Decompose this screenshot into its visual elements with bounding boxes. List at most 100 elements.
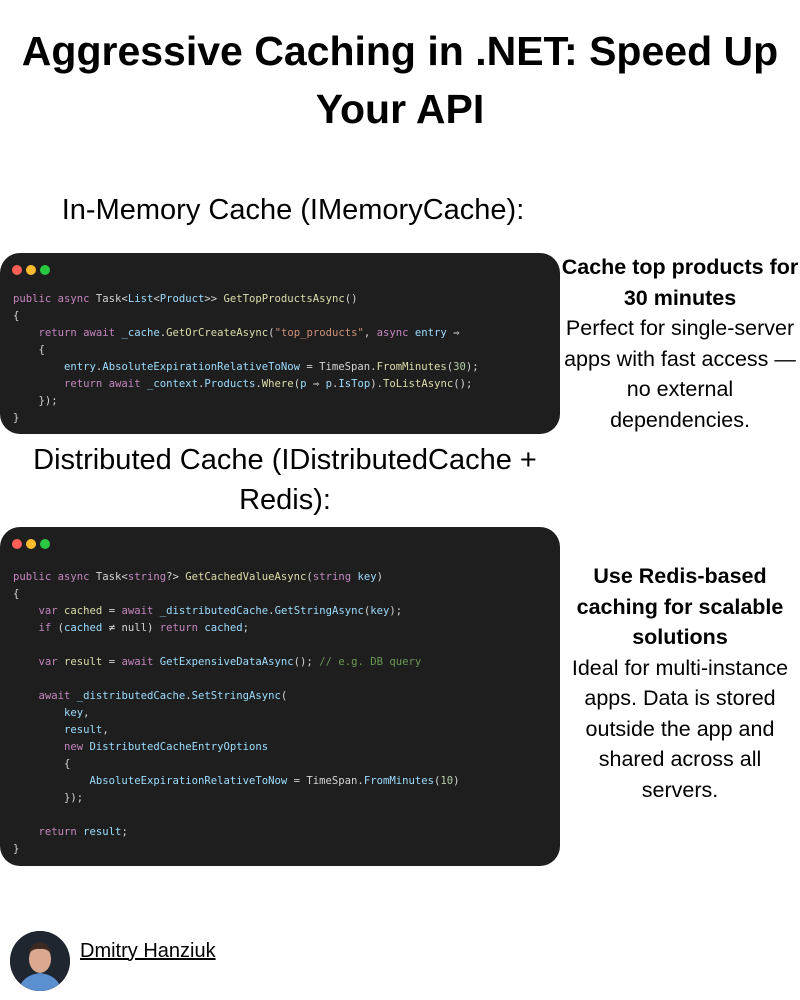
- close-dot-icon: [12, 539, 22, 549]
- avatar: [10, 931, 70, 991]
- code-line: {: [13, 586, 460, 603]
- maximize-dot-icon: [40, 539, 50, 549]
- code-token: (: [363, 605, 371, 617]
- code-token: _distributedCache: [159, 605, 269, 617]
- code-token: [13, 775, 90, 787]
- code-line: return await _context.Products.Where(p ⇒…: [13, 376, 479, 393]
- code-token: AbsoluteExpirationRelativeToNow: [102, 361, 301, 373]
- code-token: [13, 622, 39, 634]
- code-token: GetTopProductsAsync: [223, 293, 345, 305]
- code-token: =: [102, 656, 122, 668]
- code-token: [13, 378, 64, 390]
- distributed-code-block: public async Task<string?> GetCachedValu…: [0, 527, 560, 866]
- code-token: _context: [146, 378, 198, 390]
- code-token: );: [389, 605, 403, 617]
- code-token: await: [38, 690, 77, 702]
- code-token: =: [102, 605, 122, 617]
- code-token: }: [13, 412, 20, 424]
- code-token: {: [13, 758, 71, 770]
- code-token: return: [159, 622, 205, 634]
- code-line: await _distributedCache.SetStringAsync(: [13, 688, 460, 705]
- code-token: entry: [414, 327, 447, 339]
- code-token: ();: [453, 378, 473, 390]
- code-line: [13, 807, 460, 824]
- code-token: <: [153, 293, 160, 305]
- code-token: Product: [159, 293, 205, 305]
- author-name-link[interactable]: Dmitry Hanziuk: [80, 939, 216, 962]
- code-token: entry: [64, 361, 96, 373]
- code-line: result,: [13, 722, 460, 739]
- code-token: 10: [440, 775, 454, 787]
- distributed-cache-heading: Distributed Cache (IDistributedCache + R…: [33, 444, 537, 516]
- code-token: );: [465, 361, 479, 373]
- code-token: ⇒: [306, 378, 326, 390]
- code-token: ⇒: [446, 327, 460, 339]
- code-token: (: [306, 571, 313, 583]
- code-token: p: [300, 378, 307, 390]
- code-token: string: [127, 571, 167, 583]
- description-text: Perfect for single-server apps with fast…: [564, 316, 796, 432]
- code-line: }: [13, 841, 460, 858]
- code-token: 30: [453, 361, 466, 373]
- maximize-dot-icon: [40, 265, 50, 275]
- code-token: = TimeSpan.: [287, 775, 364, 787]
- code-token: .: [332, 378, 339, 390]
- code-token: return await: [64, 378, 147, 390]
- code-token: ): [453, 775, 460, 787]
- code-token: ;: [242, 622, 250, 634]
- code-token: new: [64, 741, 90, 753]
- code-token: _distributedCache: [76, 690, 186, 702]
- close-dot-icon: [12, 265, 22, 275]
- code-token: [13, 605, 39, 617]
- code-token: SetStringAsync: [191, 690, 281, 702]
- code-token: result: [83, 826, 122, 838]
- code-line: {: [13, 342, 479, 359]
- code-token: FromMinutes: [376, 361, 447, 373]
- code-token: .: [197, 378, 205, 390]
- code-token: GetStringAsync: [274, 605, 364, 617]
- code-lines: public async Task<string?> GetCachedValu…: [13, 569, 460, 858]
- code-line: var cached = await _distributedCache.Get…: [13, 603, 460, 620]
- code-token: result: [64, 724, 103, 736]
- code-token: (): [344, 293, 358, 305]
- code-line: [13, 671, 460, 688]
- code-line: });: [13, 790, 460, 807]
- code-token: key: [357, 571, 377, 583]
- code-token: ,: [363, 327, 377, 339]
- code-token: ).: [370, 378, 384, 390]
- window-controls: [12, 539, 50, 549]
- minimize-dot-icon: [26, 265, 36, 275]
- code-token: .: [159, 327, 167, 339]
- description-text: Ideal for multi-instance apps. Data is s…: [571, 655, 789, 802]
- code-line: public async Task<List<Product>> GetTopP…: [13, 291, 479, 308]
- code-token: ?>: [166, 571, 186, 583]
- code-token: (: [280, 690, 288, 702]
- code-token: ();: [293, 656, 320, 668]
- code-token: [13, 327, 39, 339]
- code-token: (: [57, 622, 65, 634]
- page-title: Aggressive Caching in .NET: Speed Up You…: [21, 28, 779, 132]
- code-token: ): [376, 571, 383, 583]
- distributed-description: Use Redis-based caching for scalable sol…: [560, 561, 800, 805]
- code-token: Products: [204, 378, 256, 390]
- code-token: key: [370, 605, 390, 617]
- code-token: [13, 361, 64, 373]
- code-token: Where: [261, 378, 294, 390]
- code-token: = TimeSpan.: [300, 361, 377, 373]
- in-memory-cache-heading: In-Memory Cache (IMemoryCache):: [61, 194, 525, 226]
- code-token: List: [127, 293, 154, 305]
- code-line: new DistributedCacheEntryOptions: [13, 739, 460, 756]
- code-token: Task<: [95, 571, 128, 583]
- code-token: {: [13, 588, 20, 600]
- code-token: var: [38, 605, 65, 617]
- code-line: AbsoluteExpirationRelativeToNow = TimeSp…: [13, 773, 460, 790]
- code-token: }: [13, 843, 20, 855]
- code-line: if (cached ≠ null) return cached;: [13, 620, 460, 637]
- code-token: AbsoluteExpirationRelativeToNow: [89, 775, 288, 787]
- code-token: if: [38, 622, 58, 634]
- code-token: (: [293, 378, 301, 390]
- code-token: GetOrCreateAsync: [166, 327, 269, 339]
- code-line: key,: [13, 705, 460, 722]
- code-token: _cache: [121, 327, 160, 339]
- code-token: [13, 707, 64, 719]
